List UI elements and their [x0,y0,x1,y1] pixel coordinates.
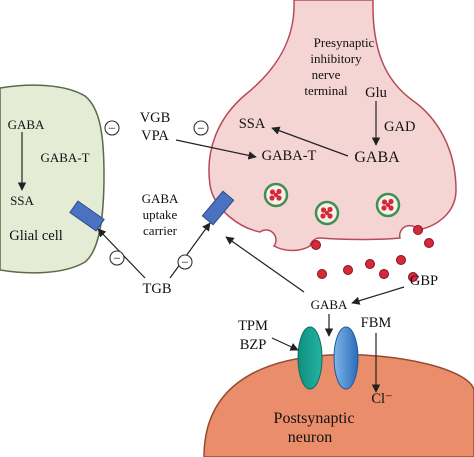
gbp-label: GBP [410,273,438,289]
inhibit-glyph: − [108,121,115,136]
presynaptic-label-3: nerve [312,67,341,82]
neuronal-uptake-carrier [201,190,235,226]
inhibit-glyph: − [197,121,204,136]
glial-gaba-label: GABA [8,117,45,132]
tgb-label: TGB [143,281,172,297]
glu-label: Glu [365,85,387,101]
arrow-vgb-gabat [175,139,257,160]
arrow-gaba-to-carrier [225,236,305,293]
glial-cell-label: Glial cell [9,228,63,244]
arrow-tgb-neuron-carrier [169,222,211,279]
presynaptic-gaba-label: GABA [354,149,400,166]
presynaptic-gabat-label: GABA-T [262,148,317,164]
postsynaptic-label-1: Postsynaptic [274,410,355,427]
carrier-label-3: carrier [143,223,178,238]
receptor-teal [297,326,323,390]
vesicle [314,200,340,226]
inhibit-glyph: − [181,255,188,270]
presynaptic-label-4: terminal [304,83,348,98]
presynaptic-ssa-label: SSA [239,116,266,132]
inhibition-icon [177,254,193,270]
arrow-gaba-ssa [271,126,349,157]
tpm-label: TPM [238,318,268,334]
released-gaba [311,225,434,282]
carrier-label-1: GABA [142,191,179,206]
bzp-label: BZP [240,337,267,353]
inhibition-icon [193,120,209,136]
postsynaptic-neuron [203,353,474,457]
vgb-label: VGB [140,110,171,126]
glial-ssa-label: SSA [10,193,34,208]
presynaptic-label-1: Presynaptic [314,35,375,50]
chloride-label: Cl⁻ [371,391,392,407]
receptor-blue [333,326,359,390]
gad-label: GAD [384,119,415,135]
presynaptic-label-2: inhibitory [310,51,362,66]
synaptic-gaba-label: GABA [311,297,348,312]
inhibition-icon [109,250,125,266]
arrow-tpm-receptor [271,337,299,351]
glial-gabat-label: GABA-T [40,150,89,165]
vpa-label: VPA [141,128,169,144]
carrier-label-2: uptake [143,207,178,222]
inhibition-icon [104,120,120,136]
arrow-gbp-gaba [351,286,405,305]
glial-uptake-carrier [69,200,105,232]
inhibit-glyph: − [113,251,120,266]
glial-cell [0,84,105,274]
postsynaptic-label-2: neuron [288,429,332,446]
vesicle [375,192,401,218]
vesicle [263,182,289,208]
fbm-label: FBM [361,315,392,331]
